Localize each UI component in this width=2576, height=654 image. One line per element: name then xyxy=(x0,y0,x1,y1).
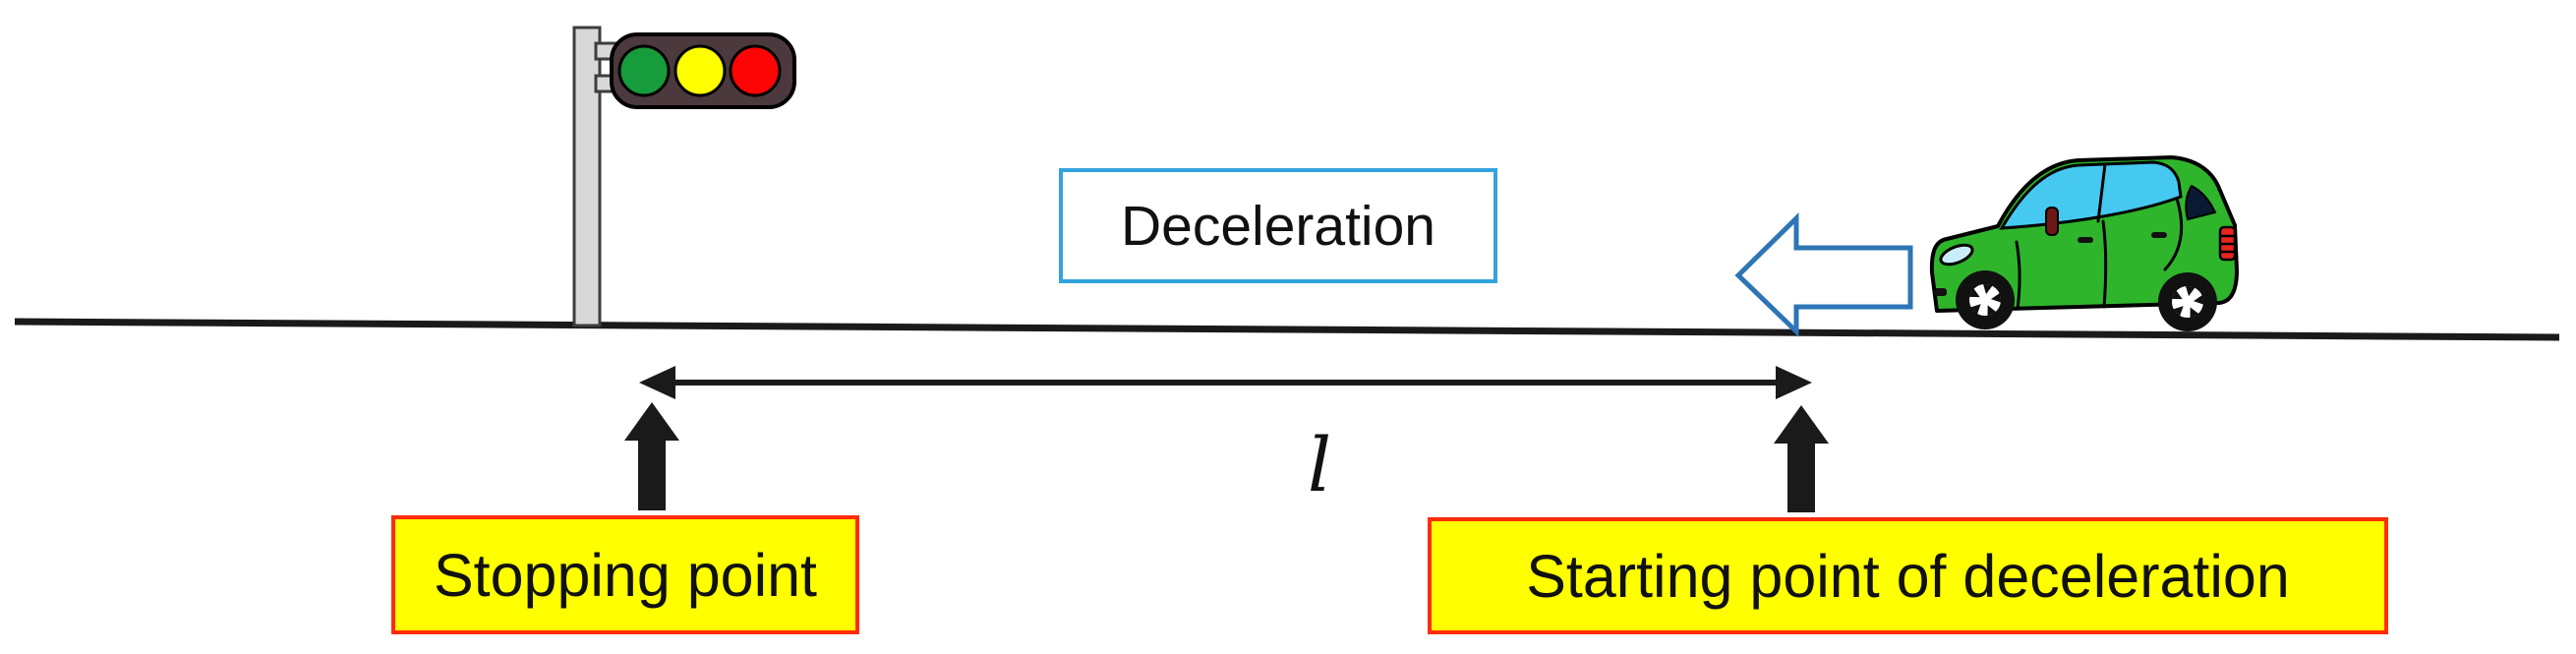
starting-point-callout: Starting point of deceleration xyxy=(1428,517,2388,634)
stopping-point-label: Stopping point xyxy=(433,541,818,609)
car-door-handle-rear xyxy=(2151,232,2167,238)
starting-point-up-arrow-icon xyxy=(1774,405,1829,512)
car-door-seam-rear xyxy=(2163,197,2184,271)
stopping-point-callout: Stopping point xyxy=(391,515,859,634)
stopping-point-up-arrow-icon xyxy=(624,402,679,510)
yellow-lamp-icon xyxy=(673,44,727,97)
left-block-arrow-icon xyxy=(1734,212,1913,337)
car-quarter-window xyxy=(2185,184,2217,221)
car-door-mirror xyxy=(2045,207,2059,236)
car-rear-wheel xyxy=(2158,272,2217,331)
road-line xyxy=(14,318,2560,341)
car-door-handle-front xyxy=(2078,237,2093,243)
car-door-seam-mid xyxy=(2101,219,2108,309)
traffic-light-icon xyxy=(572,26,796,327)
car-front-wheel xyxy=(1956,270,2015,329)
deceleration-label-box: Deceleration xyxy=(1059,168,1497,283)
distance-arrow-icon xyxy=(639,366,1812,399)
car-bumper-detail xyxy=(1934,288,1947,296)
distance-arrow-left-head xyxy=(639,366,675,399)
car-headlight xyxy=(1939,243,1974,267)
deceleration-label: Deceleration xyxy=(1120,194,1435,258)
red-lamp-icon xyxy=(729,44,782,97)
distance-arrow-right-head xyxy=(1776,366,1812,399)
car-door-seam-front xyxy=(2015,240,2021,311)
traffic-light-pole xyxy=(572,26,602,327)
car-window-divider xyxy=(2096,162,2107,223)
green-hatchback-car-icon xyxy=(1929,155,2239,331)
green-lamp-icon xyxy=(617,44,671,97)
distance-label: l xyxy=(1275,415,1364,513)
distance-symbol: l xyxy=(1307,420,1332,508)
starting-point-label: Starting point of deceleration xyxy=(1526,542,2290,610)
